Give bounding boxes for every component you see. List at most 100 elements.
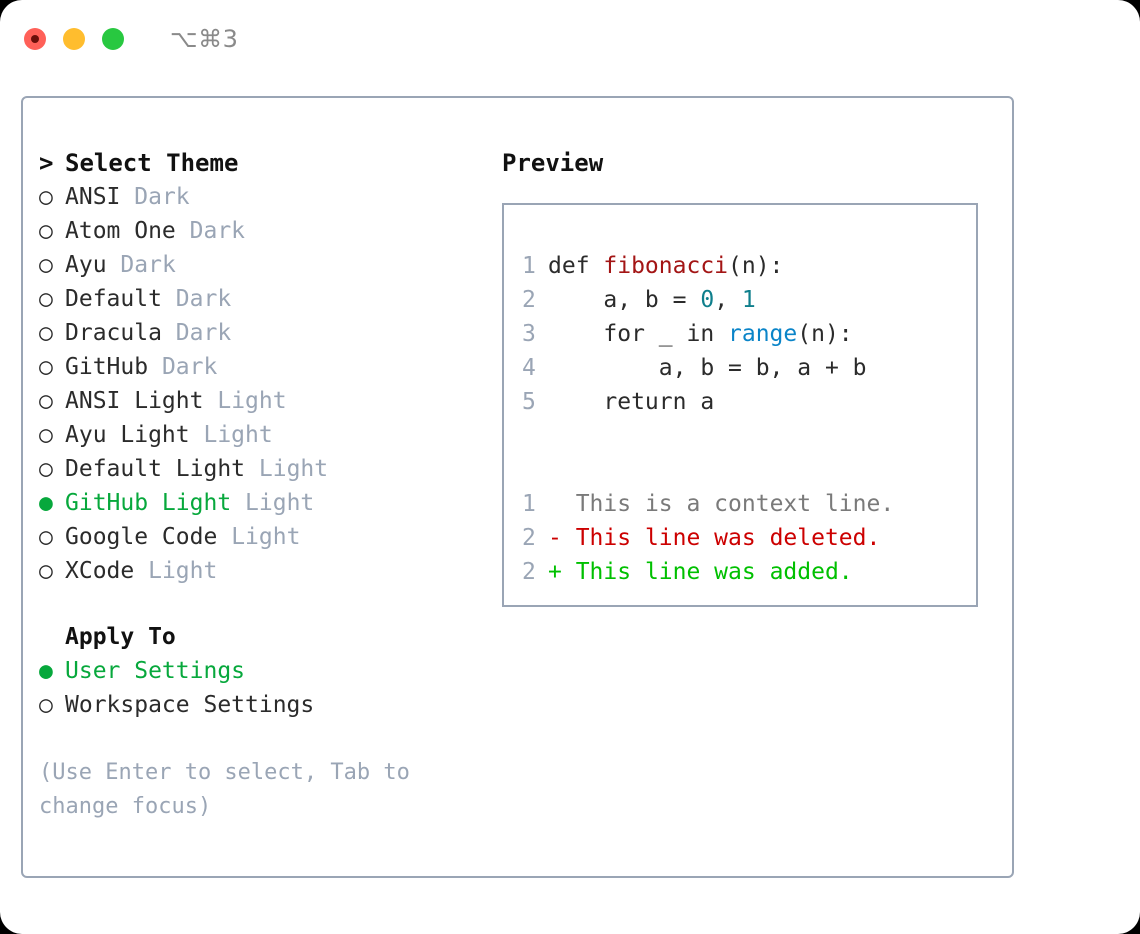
apply-to-user-settings[interactable]: ● User Settings — [39, 654, 479, 688]
theme-option-ansi-dark[interactable]: ○ANSI Dark — [39, 180, 479, 214]
minimize-button[interactable] — [63, 28, 85, 50]
code-token: a, b = b, a + b — [548, 355, 867, 381]
radio-unselected-icon[interactable]: ○ — [39, 388, 53, 414]
line-number: 2 — [522, 287, 536, 313]
code-token: 1 — [741, 287, 756, 313]
diff-text: This line was added. — [561, 559, 853, 585]
code-token: fibonacci — [603, 253, 729, 279]
theme-option-label: Atom One — [65, 218, 176, 244]
theme-option-github-light[interactable]: ● GitHub Light Light — [39, 486, 479, 520]
theme-option-ayu-light[interactable]: ○Ayu Light Light — [39, 418, 479, 452]
theme-option-xcode-light[interactable]: ○ XCode Light — [39, 554, 479, 588]
page-title-label: Select Theme — [65, 149, 239, 177]
line-number: 5 — [522, 389, 536, 415]
close-icon — [31, 35, 39, 43]
theme-option-label: ANSI — [65, 184, 121, 210]
radio-selected-icon[interactable]: ● — [39, 490, 53, 516]
radio-unselected-icon[interactable]: ○ — [39, 692, 53, 718]
radio-unselected-icon[interactable]: ○ — [39, 456, 53, 482]
preview-title: Preview — [502, 149, 604, 177]
theme-option-default-dark[interactable]: ○ Default Dark — [39, 282, 479, 316]
diff-line-context: 1 This is a context line. — [522, 487, 976, 521]
preview-column: Preview 1 def fibonacci(n): 2 a, b = 0, 1… — [502, 146, 992, 607]
theme-option-dracula-dark[interactable]: ○Dracula Dark — [39, 316, 479, 350]
apply-to-option-list: ● User Settings ○ Workspace Settings — [39, 654, 479, 722]
radio-unselected-icon[interactable]: ○ — [39, 286, 53, 312]
diff-sign: + — [548, 559, 562, 585]
code-token: return a — [548, 389, 715, 415]
code-token: def — [548, 253, 604, 279]
code-line: 1 def fibonacci(n): — [522, 249, 976, 283]
diff-line-deleted: 2- This line was deleted. — [522, 521, 976, 555]
theme-variant-label: Light — [148, 558, 218, 584]
line-number: 2 — [522, 525, 536, 551]
theme-option-label: Default — [65, 286, 162, 312]
apply-to-option-label: Workspace Settings — [65, 692, 315, 718]
maximize-button[interactable] — [102, 28, 124, 50]
radio-unselected-icon[interactable]: ○ — [39, 252, 53, 278]
apply-to-option-label: User Settings — [65, 658, 246, 684]
main-panel: > Select Theme ○ ANSI Dark ○ Atom One Dark … — [21, 96, 1014, 878]
theme-option-default-light[interactable]: ○ Default Light Light — [39, 452, 479, 486]
theme-option-list: ○ ANSI Dark ○ Atom One Dark ○ Ayu Dark ○ Def… — [39, 180, 479, 588]
theme-option-label: Default Light — [65, 456, 246, 482]
theme-option-label: GitHub Light — [65, 490, 232, 516]
theme-option-label: Google Code — [65, 524, 218, 550]
apply-to-workspace-settings[interactable]: ○ Workspace Settings — [39, 688, 479, 722]
code-token: 0 — [700, 287, 715, 313]
theme-option-github-dark[interactable]: ○ GitHub Dark — [39, 350, 479, 384]
theme-option-ansi-light[interactable]: ○ANSI Light Light — [39, 384, 479, 418]
close-button[interactable] — [24, 28, 46, 50]
radio-unselected-icon[interactable]: ○ — [39, 320, 53, 346]
code-preview-box: 1 def fibonacci(n): 2 a, b = 0, 1 3 for _… — [502, 203, 978, 607]
window-controls — [24, 28, 124, 50]
diff-text: This is a context line. — [561, 491, 895, 517]
code-token: for _ in — [548, 321, 729, 347]
theme-picker-column: > Select Theme ○ ANSI Dark ○ Atom One Dark … — [39, 146, 479, 824]
theme-variant-label: Dark — [175, 320, 232, 346]
theme-option-google-code-light[interactable]: ○ Google Code Light — [39, 520, 479, 554]
theme-option-label: Ayu — [65, 252, 107, 278]
apply-to-label: Apply To — [65, 624, 176, 650]
radio-unselected-icon[interactable]: ○ — [39, 524, 53, 550]
theme-variant-label: Light — [231, 524, 301, 550]
theme-option-label: ANSI Light — [65, 388, 204, 414]
diff-sign: - — [548, 525, 562, 551]
radio-unselected-icon[interactable]: ○ — [39, 218, 53, 244]
line-number: 4 — [522, 355, 536, 381]
diff-sign — [548, 491, 562, 517]
theme-option-ayu-dark[interactable]: ○ Ayu Dark — [39, 248, 479, 282]
keyboard-hint-text: (Use Enter to select, Tab to change focu… — [39, 760, 410, 819]
theme-variant-label: Dark — [161, 354, 218, 380]
apply-to-heading: Apply To — [39, 620, 479, 654]
theme-variant-label: Light — [245, 490, 315, 516]
code-token: a, b = — [548, 287, 701, 313]
line-number: 1 — [522, 491, 536, 517]
theme-option-label: GitHub — [65, 354, 149, 380]
theme-variant-label: Dark — [175, 286, 232, 312]
theme-option-atom-one-dark[interactable]: ○ Atom One Dark — [39, 214, 479, 248]
line-number: 3 — [522, 321, 536, 347]
theme-variant-label: Light — [258, 456, 329, 482]
keyboard-shortcut-label: ⌥⌘3 — [170, 25, 239, 53]
code-token: (n): — [728, 253, 784, 279]
code-line: 2 a, b = 0, 1 — [522, 283, 976, 317]
page-title: > Select Theme — [39, 146, 479, 180]
line-number: 1 — [522, 253, 536, 279]
radio-unselected-icon[interactable]: ○ — [39, 354, 53, 380]
theme-option-label: XCode — [65, 558, 135, 584]
diff-line-added: 2+ This line was added. — [522, 555, 976, 589]
theme-variant-label: Light — [203, 422, 273, 448]
code-line: 3 for _ in range(n): — [522, 317, 976, 351]
code-token: range — [728, 321, 798, 347]
code-line: 4 a, b = b, a + b — [522, 351, 976, 385]
theme-variant-label: Dark — [189, 218, 246, 244]
radio-selected-icon[interactable]: ● — [39, 658, 53, 684]
radio-unselected-icon[interactable]: ○ — [39, 422, 53, 448]
radio-unselected-icon[interactable]: ○ — [39, 558, 53, 584]
theme-variant-label: Dark — [120, 252, 176, 278]
prompt-marker-icon: > — [39, 149, 54, 177]
diff-text: This line was deleted. — [561, 525, 881, 551]
radio-unselected-icon[interactable]: ○ — [39, 184, 53, 210]
